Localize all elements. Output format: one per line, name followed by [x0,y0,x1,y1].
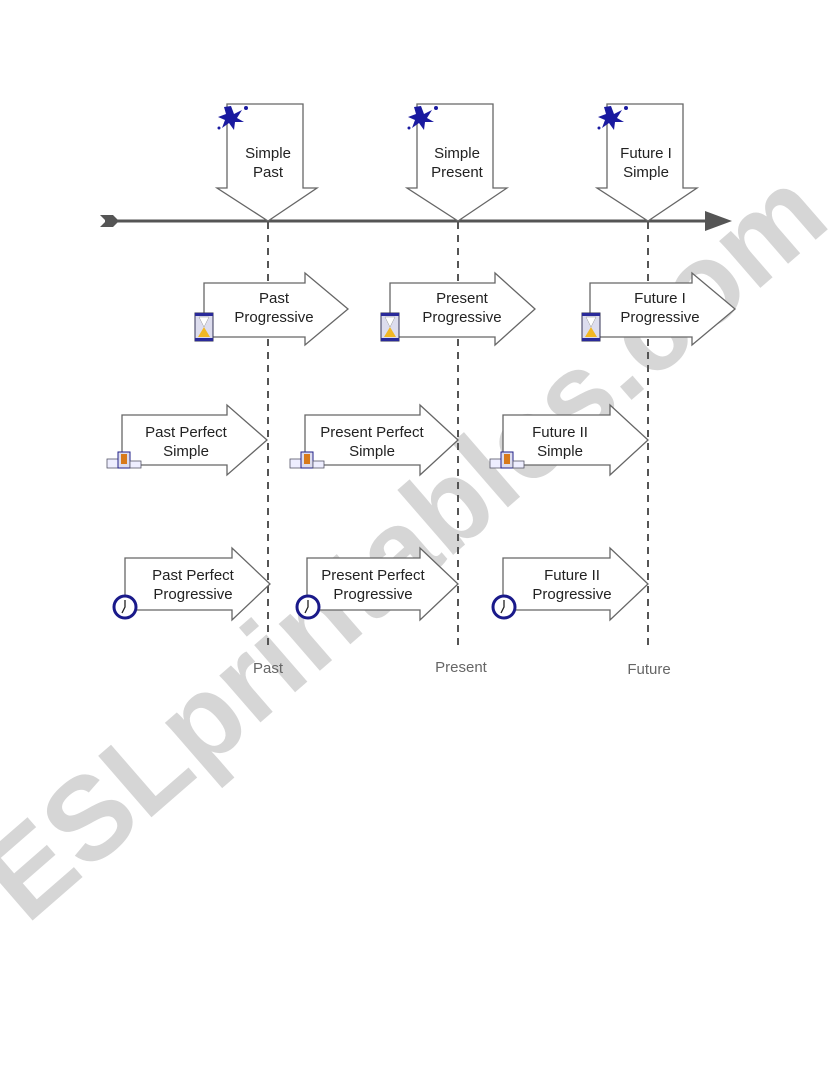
arrow-label: Present Perfect [320,424,424,441]
timeline-tail-icon [100,215,119,227]
past-label: Past [253,660,284,677]
clock-icon [491,594,517,620]
arrow-label: Simple [434,145,480,162]
present-label: Present [435,659,488,676]
hourglass-icon [581,312,601,342]
clock-icon [295,594,321,620]
future-perfect-progressive-arrow: Future II Progressive [491,546,649,622]
past-perfect-progressive-arrow: Past Perfect Progressive [112,546,271,622]
arrow-label: Present Perfect [321,567,425,584]
past-progressive-arrow: Past Progressive [194,271,350,347]
clock-icon [112,594,138,620]
hourglass-icon [194,312,214,342]
past-perfect-simple-arrow: Past Perfect Simple [106,403,268,477]
present-perfect-progressive-arrow: Present Perfect Progressive [295,546,459,622]
arrow-label: Progressive [532,586,611,603]
watermark: ESLprintables.com [0,144,838,945]
arrow-label: Past Perfect [152,567,235,584]
arrow-label: Future II [544,567,600,584]
future-simple-arrow: Future I Simple [594,103,700,222]
future-label: Future [627,661,670,678]
arrow-label: Present [431,164,484,181]
hourglass-icon [380,312,400,342]
arrow-label: Past [259,290,290,307]
arrow-label: Progressive [234,309,313,326]
arrow-label: Present [436,290,489,307]
arrow-label: Future I [620,145,672,162]
arrow-label: Progressive [620,309,699,326]
arrow-label: Past Perfect [145,424,228,441]
timeline-arrowhead-icon [705,211,732,231]
arrow-label: Simple [245,145,291,162]
present-perfect-simple-arrow: Present Perfect Simple [289,403,459,477]
arrow-label: Simple [623,164,669,181]
arrow-label: Future II [532,424,588,441]
arrow-label: Simple [537,443,583,460]
future-perfect-simple-arrow: Future II Simple [489,403,649,477]
arrow-label: Future I [634,290,686,307]
arrow-label: Progressive [333,586,412,603]
arrow-label: Simple [163,443,209,460]
simple-present-arrow: Simple Present [404,103,510,222]
simple-past-arrow: Simple Past [214,103,320,222]
arrow-label: Progressive [422,309,501,326]
arrow-label: Simple [349,443,395,460]
arrow-label: Past [253,164,284,181]
future-progressive-arrow: Future I Progressive [581,271,737,347]
arrow-label: Progressive [153,586,232,603]
present-progressive-arrow: Present Progressive [380,271,536,347]
